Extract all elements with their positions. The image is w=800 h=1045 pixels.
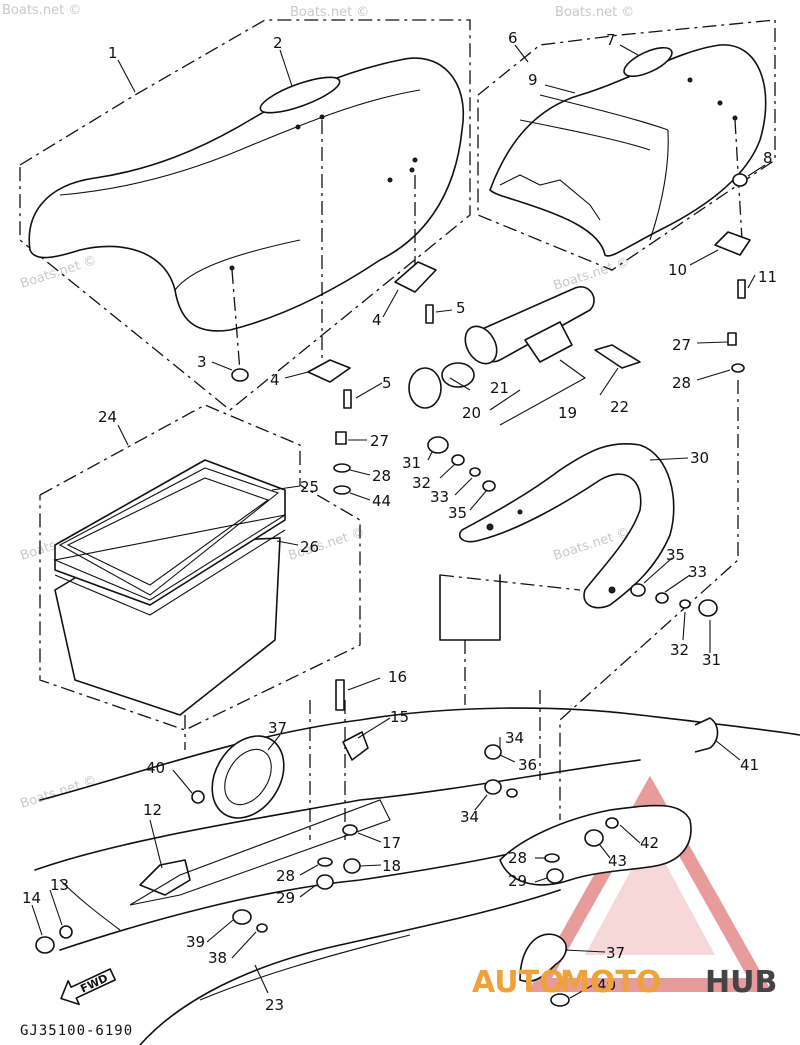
logo-text-auto: AUTO [472,965,565,1000]
clip [594,344,641,369]
leader-lines [31,44,766,999]
callout-15: 15 [390,708,409,726]
callout-26: 26 [300,538,319,556]
part-code: GJ35100-6190 [20,1023,133,1039]
callout-31: 31 [702,651,721,669]
callout-28: 28 [276,867,295,885]
storage-box-rim [54,459,286,606]
callout-28: 28 [672,374,691,392]
callout-31: 31 [402,454,421,472]
watermark: Boats.net © [2,3,81,18]
callout-5: 5 [456,299,466,317]
hardware [35,173,751,1007]
callout-19: 19 [558,404,577,422]
logo-triangle [528,775,772,992]
bracket-15 [342,731,369,761]
cap [408,367,442,409]
rear-seat-group [477,19,776,820]
callout-44: 44 [372,492,391,510]
callout-13: 13 [50,876,69,894]
callout-36: 36 [518,756,537,774]
callout-28: 28 [508,849,527,867]
callout-40: 40 [146,759,165,777]
callout-40: 40 [597,976,616,994]
logo: AUTO MOTO HUB [472,965,777,1000]
callout-34: 34 [505,729,524,747]
callout-23: 23 [265,996,284,1014]
callout-39: 39 [186,933,205,951]
callout-32: 32 [670,641,689,659]
callout-33: 33 [430,488,449,506]
callout-34: 34 [460,808,479,826]
callout-4: 4 [372,311,382,329]
watermark: Boats.net © [555,5,634,20]
callout-1: 1 [108,44,118,62]
callout-9: 9 [528,71,538,89]
callout-16: 16 [388,668,407,686]
seal-ring [441,362,475,388]
callout-29: 29 [276,889,295,907]
callout-27: 27 [370,432,389,450]
callout-17: 17 [382,834,401,852]
callout-37: 37 [606,944,625,962]
filler-assembly [408,286,641,426]
callout-5: 5 [382,374,392,392]
callout-35: 35 [448,504,467,522]
callout-28: 28 [372,467,391,485]
rear-seat [489,44,767,257]
callout-22: 22 [610,398,629,416]
rear-trim-strip [623,46,673,78]
front-seat [28,57,465,332]
callout-8: 8 [763,149,773,167]
callout-41: 41 [740,756,759,774]
callout-4: 4 [270,371,280,389]
fwd-arrow: FWD [60,968,116,1006]
watermark: Boats.net © [290,5,369,20]
callout-12: 12 [143,801,162,819]
callout-25: 25 [300,478,319,496]
callout-2: 2 [273,34,283,52]
logo-text-moto: MOTO [560,965,661,1000]
callout-42: 42 [640,834,659,852]
callout-29: 29 [508,872,527,890]
callout-14: 14 [22,889,41,907]
callout-6: 6 [508,29,518,47]
callout-35: 35 [666,546,685,564]
callouts: 1 2 3 4 4 5 5 6 7 9 8 10 11 27 28 21 20 … [22,29,777,1014]
callout-20: 20 [462,404,481,422]
callout-27: 27 [672,336,691,354]
callout-30: 30 [690,449,709,467]
watermark: Boats.net © [287,525,367,564]
callout-7: 7 [606,31,616,49]
callout-37: 37 [268,719,287,737]
callout-10: 10 [668,261,687,279]
front-seat-group [19,19,471,411]
fwd-label: FWD [78,972,110,996]
logo-text-hub: HUB [705,965,777,1000]
callout-3: 3 [197,353,207,371]
ring-37 [211,735,285,819]
callout-11: 11 [758,268,777,286]
grab-rail [458,442,675,609]
callout-18: 18 [382,857,401,875]
watermark: Boats.net © [19,253,99,292]
watermark: Boats.net © [552,255,632,294]
trim-strip [259,76,341,114]
callout-38: 38 [208,949,227,967]
callout-21: 21 [490,379,509,397]
storage-box-group [39,404,361,731]
watermark: Boats.net © [19,773,99,812]
callout-43: 43 [608,852,627,870]
callout-24: 24 [98,408,117,426]
eye-bracket [519,933,568,983]
callout-32: 32 [412,474,431,492]
bracket-12 [139,859,191,896]
callout-33: 33 [688,563,707,581]
